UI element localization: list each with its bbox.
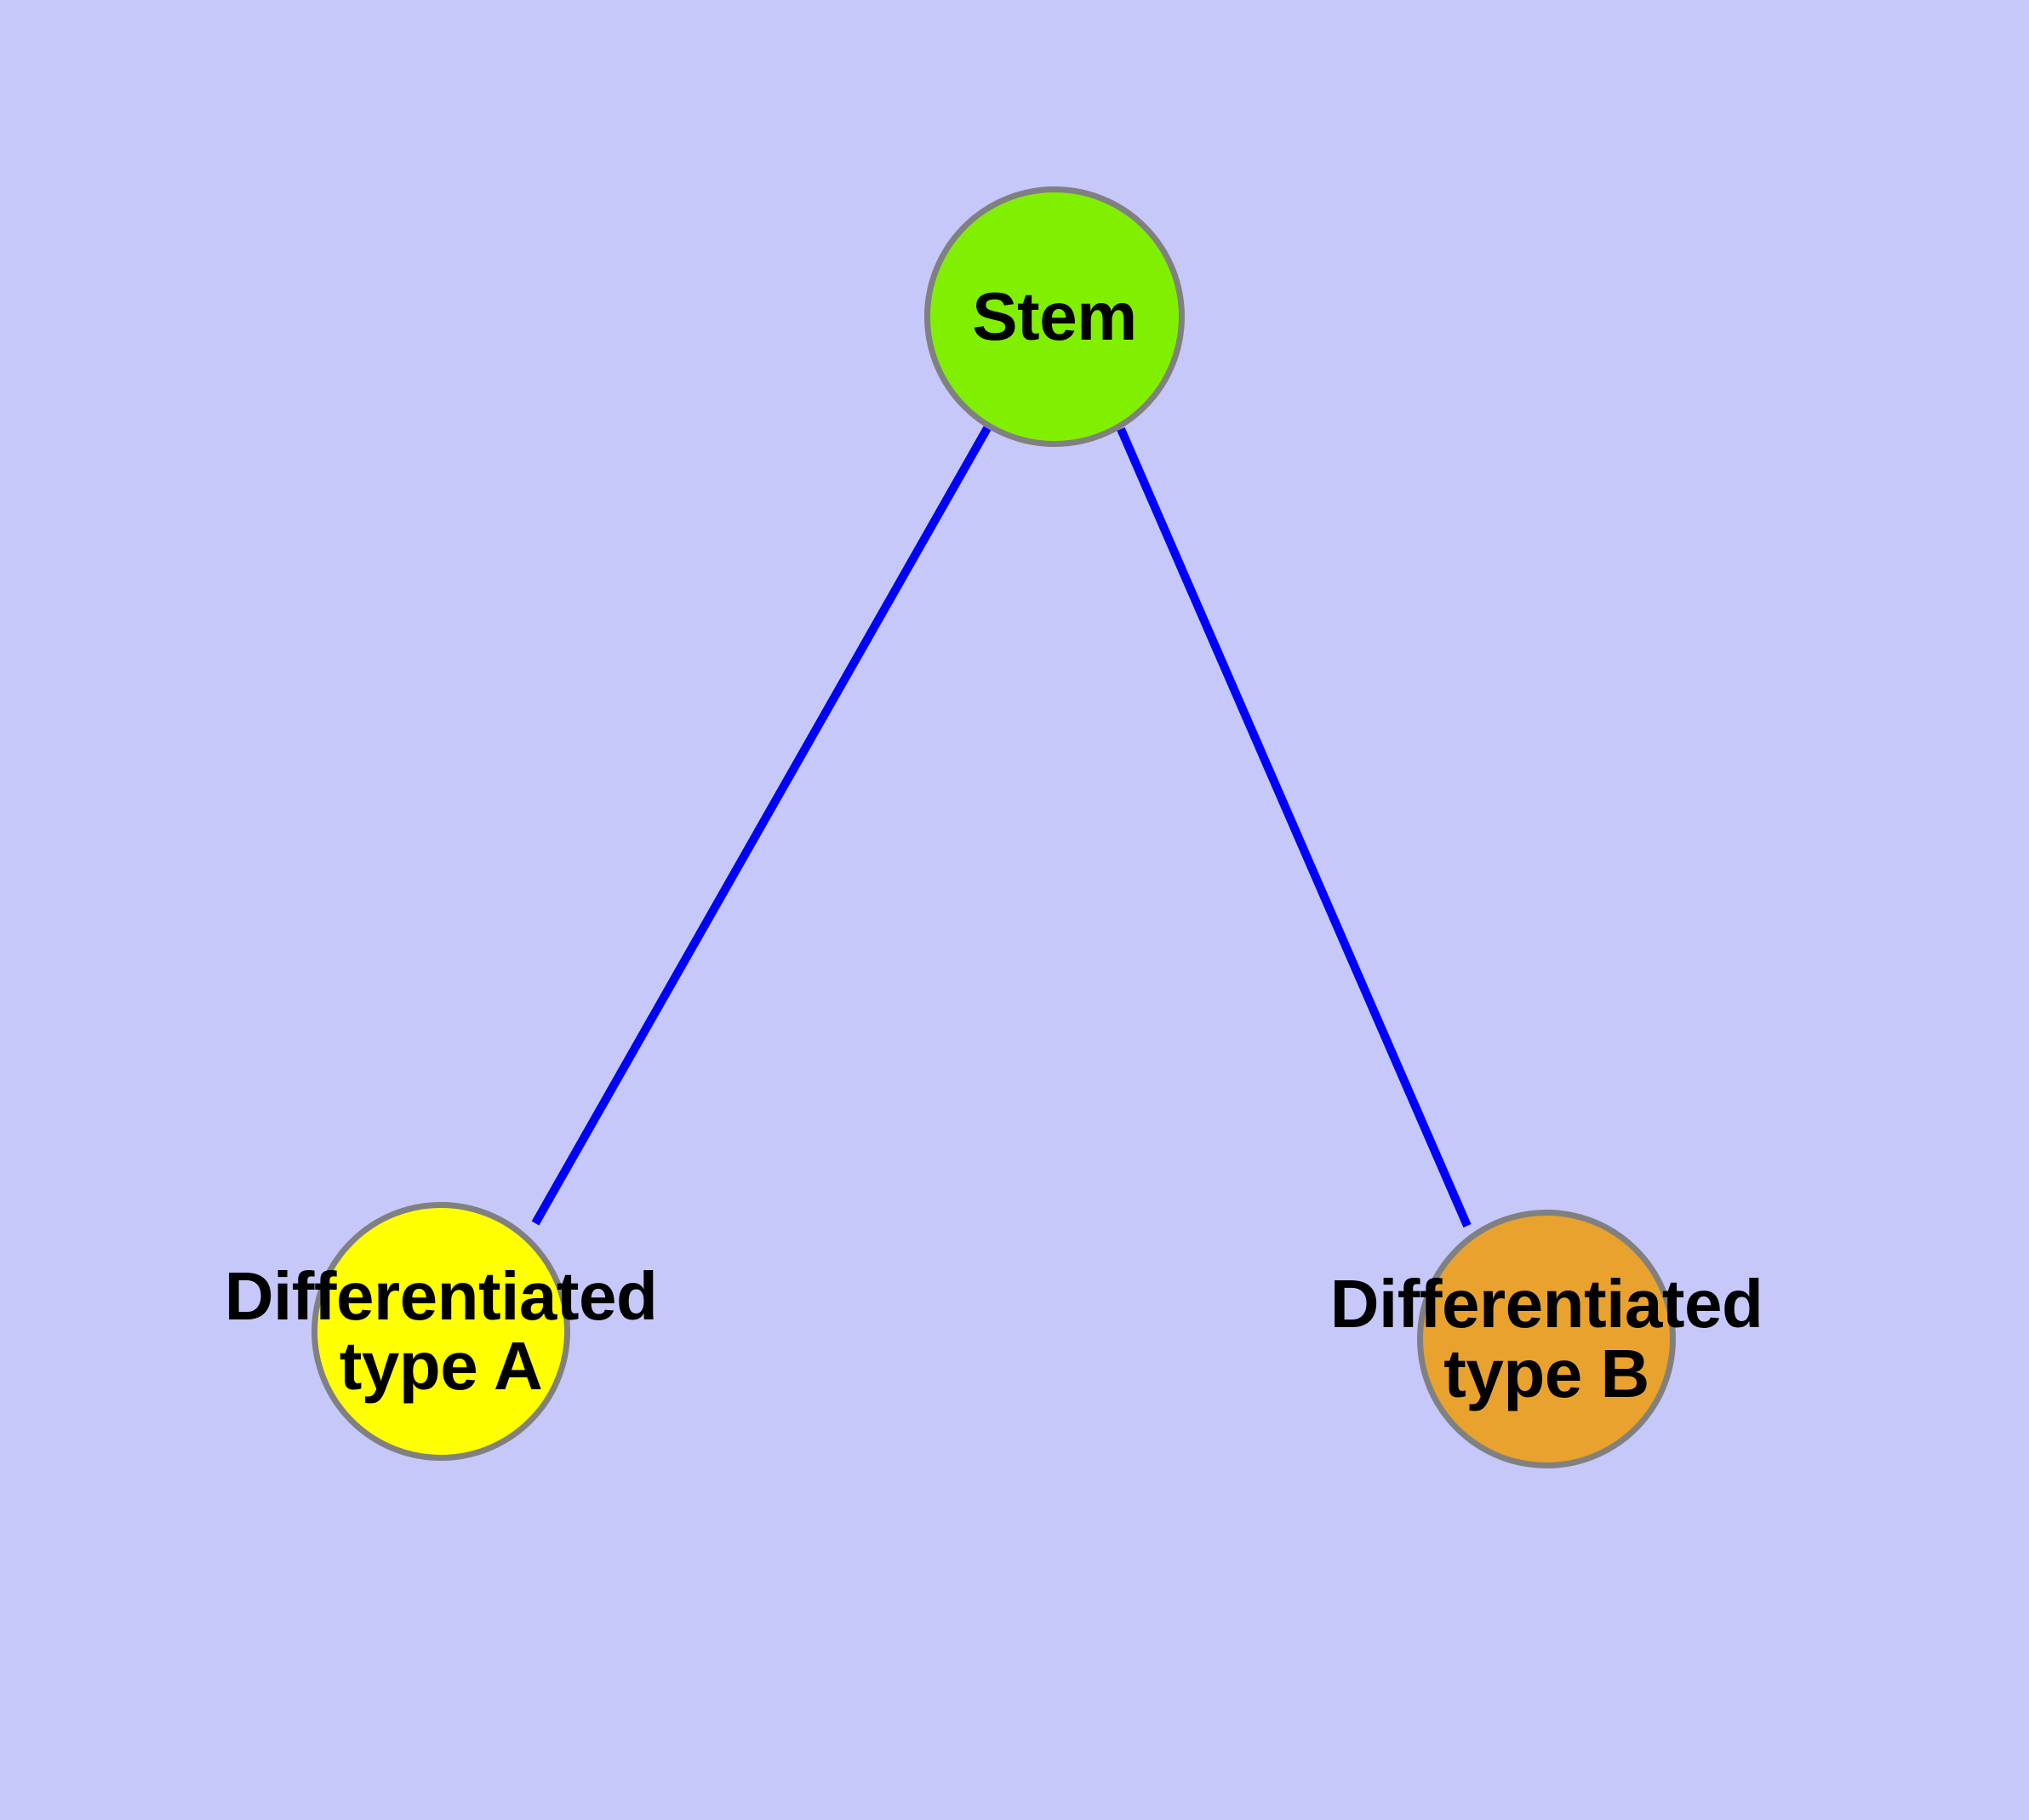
- node-label-line: type A: [339, 1328, 543, 1404]
- node-label-line: type B: [1443, 1336, 1649, 1411]
- node-label-stem: Stem: [972, 278, 1137, 354]
- node-circle-stem: [924, 186, 1185, 447]
- graph-edge-stem-diff_b: [1117, 427, 1472, 1228]
- node-label-line: Stem: [972, 278, 1137, 354]
- node-circle-diff_b: [1417, 1210, 1676, 1468]
- graph-node-stem[interactable]: Stem: [924, 186, 1185, 447]
- node-label-line: Differentiated: [224, 1257, 658, 1334]
- node-label-line: Differentiated: [1329, 1265, 1763, 1342]
- graph-edge-stem-diff_a: [531, 426, 992, 1226]
- node-circle-diff_a: [311, 1202, 570, 1461]
